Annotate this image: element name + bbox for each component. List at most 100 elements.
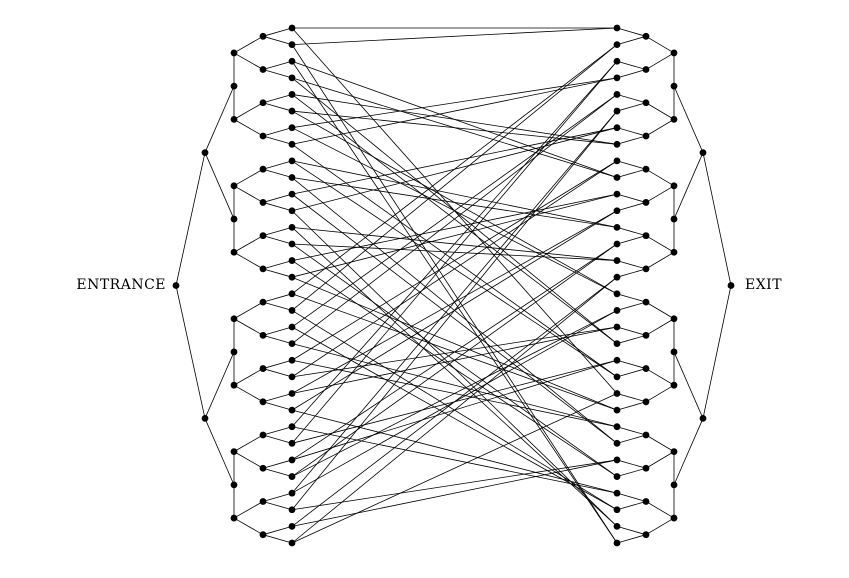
left-leaf-node [288,522,296,530]
left-leaf-node [288,356,296,364]
left-tree-edge [262,368,293,378]
right-leaf-node [613,157,621,165]
glue-edge [291,77,618,129]
entrance-node [172,282,180,289]
left-tree-edge [262,401,293,411]
right-leaf-node [613,140,621,148]
left-tree-node [259,199,267,206]
right-tree-node [670,182,678,190]
right-leaf-node [613,24,621,32]
left-tree-node [230,348,238,356]
glue-edge [291,94,618,344]
right-tree-edge [616,326,647,336]
right-tree-node [642,365,650,372]
right-tree-edge [616,102,647,112]
right-tree-node [642,99,650,107]
glue-edge [291,127,618,195]
right-leaf-node [613,439,621,447]
left-tree-edge [262,492,293,502]
glue-edge [291,160,618,228]
glue-edge [291,243,618,477]
left-leaf-node [288,506,296,514]
glue-edge [291,77,618,145]
right-tree-edge [616,334,647,345]
left-leaf-node [288,257,296,264]
left-leaf-node [288,406,296,414]
entrance-label: ENTRANCE [76,277,166,293]
left-tree-edge [233,451,264,469]
right-leaf-node [613,41,621,49]
left-leaf-node [288,140,296,148]
right-tree-node [670,115,678,123]
right-tree-node [642,331,650,339]
nodes-layer [172,24,735,547]
left-tree-edge [262,268,293,278]
right-tree-node [670,315,678,323]
left-tree-node [230,182,238,190]
left-tree-node [259,431,267,439]
left-leaf-node [288,240,296,248]
right-tree-edge [702,152,732,286]
right-tree-node [670,448,678,456]
left-tree-edge [204,351,235,419]
left-tree-edge [262,334,293,345]
right-tree-edge [616,526,647,536]
left-tree-edge [233,235,264,253]
right-leaf-node [613,223,621,231]
right-tree-edge [616,301,647,311]
glue-edge [291,459,618,511]
right-leaf-node [613,356,621,364]
left-tree-edge [233,318,264,336]
right-tree-edge [645,119,675,137]
left-tree-edge [233,301,264,320]
right-tree-node [642,66,650,73]
left-leaf-node [288,273,296,281]
right-tree-node [642,132,650,140]
left-leaf-node [288,74,296,82]
right-tree-edge [645,35,675,54]
right-leaf-node [613,257,621,264]
left-tree-node [259,265,267,273]
edges-layer [175,27,732,544]
right-leaf-node [613,456,621,464]
left-leaf-node [288,124,296,132]
glue-edge [291,227,618,527]
left-leaf-node [288,439,296,447]
right-tree-edge [645,368,675,386]
right-tree-node [642,398,650,406]
left-tree-edge [262,293,293,303]
right-tree-edge [616,127,647,137]
right-tree-node [642,464,650,472]
left-leaf-node [288,24,296,32]
glue-edge [291,393,618,544]
left-tree-edge [262,459,293,469]
glue-edge [291,193,618,261]
left-leaf-node [288,174,296,181]
right-leaf-node [613,74,621,82]
left-tree-node [259,331,267,339]
left-tree-node [230,115,238,123]
left-tree-edge [262,135,293,145]
left-leaf-node [288,489,296,497]
left-tree-edge [262,168,293,178]
left-tree-edge [233,384,264,403]
right-tree-edge [616,135,647,145]
left-tree-node [259,531,267,539]
right-tree-edge [616,501,647,511]
right-tree-node [699,149,707,156]
right-leaf-node [613,174,621,181]
left-leaf-node [288,390,296,397]
left-leaf-node [288,107,296,115]
right-leaf-node [613,240,621,248]
right-tree-edge [616,401,647,411]
right-tree-edge [616,467,647,477]
left-tree-node [259,365,267,372]
exit-label: EXIT [745,277,782,293]
left-tree-edge [262,426,293,436]
glue-edge [291,276,618,411]
left-tree-edge [262,102,293,112]
right-tree-edge [616,94,647,104]
left-tree-edge [262,127,293,137]
left-leaf-node [288,340,296,348]
left-tree-edge [233,434,264,452]
